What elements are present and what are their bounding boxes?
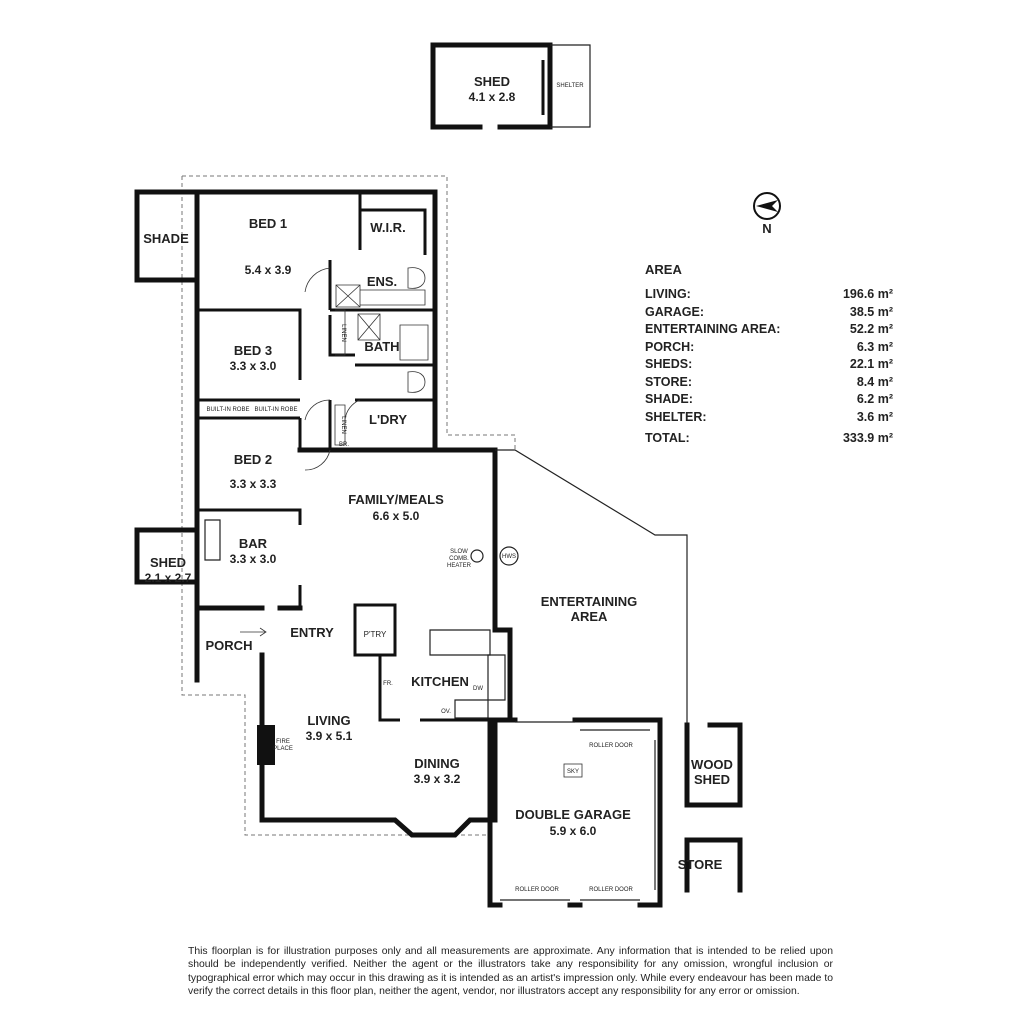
north-arrow-icon: N xyxy=(753,192,781,236)
bar-label: BAR xyxy=(239,536,268,551)
area-label: STORE: xyxy=(645,374,692,389)
bed3-label: BED 3 xyxy=(234,343,272,358)
fireplace-label-2: PLACE xyxy=(273,746,293,752)
heater-label-1: SLOW xyxy=(450,549,468,555)
total-label: TOTAL: xyxy=(645,431,690,445)
linen-label-1: LINEN xyxy=(340,324,346,342)
living-dims: 3.9 x 5.1 xyxy=(306,729,353,743)
area-label: SHADE: xyxy=(645,392,693,406)
garage xyxy=(487,717,663,908)
garage-label: DOUBLE GARAGE xyxy=(515,807,631,822)
shade: SHADE xyxy=(134,189,200,283)
area-value: 38.5 m² xyxy=(849,304,893,319)
bath-label: BATH xyxy=(364,339,399,354)
eaves-outline xyxy=(181,175,516,836)
wood-shed-label-2: SHED xyxy=(694,772,730,787)
laundry-label: L'DRY xyxy=(369,412,407,427)
bed1-label: BED 1 xyxy=(249,216,287,231)
bar-dims: 3.3 x 3.0 xyxy=(230,552,277,566)
area-label: ENTERTAINING AREA: xyxy=(645,322,781,336)
area-row: SHELTER: 3.6 m² xyxy=(645,410,893,428)
area-row: ENTERTAINING AREA: 52.2 m² xyxy=(645,322,893,340)
fireplace-block xyxy=(257,725,275,765)
area-value: 6.2 m² xyxy=(856,392,893,406)
linen-label-2: LINEN xyxy=(340,416,346,434)
entertaining-label: ENTERTAINING xyxy=(541,594,638,609)
area-label: GARAGE: xyxy=(645,304,705,319)
wir-label: W.I.R. xyxy=(370,220,405,235)
heater-label-2: COMB. xyxy=(449,556,469,562)
area-table: AREA LIVING: 196.6 m² GARAGE: 38.5 m² ENTE… xyxy=(645,262,893,449)
shed-side-dims: 2.1 x 2.7 xyxy=(145,571,192,585)
area-value: 6.3 m² xyxy=(856,339,893,354)
shed-top: SHED 4.1 x 2.8 SHELTER xyxy=(430,42,591,130)
roller-door-right-label: ROLLER DOOR xyxy=(589,887,633,893)
area-label: SHELTER: xyxy=(645,409,707,424)
shed-side: SHED 2.1 x 2.7 xyxy=(134,527,200,585)
kitchen-label: KITCHEN xyxy=(411,674,469,689)
ens-label: ENS. xyxy=(367,274,397,289)
skylight xyxy=(563,763,583,778)
area-label: PORCH: xyxy=(645,339,695,354)
pantry-label: P'TRY xyxy=(364,630,387,639)
dining-label: DINING xyxy=(414,756,460,771)
area-value: 22.1 m² xyxy=(849,357,893,371)
area-label: SHEDS: xyxy=(645,357,693,371)
living-label: LIVING xyxy=(307,713,350,728)
fireplace-label-1: FIRE xyxy=(276,739,290,745)
area-value: 3.6 m² xyxy=(856,409,893,424)
area-title: AREA xyxy=(645,262,682,277)
store-label: STORE xyxy=(678,857,723,872)
area-row: GARAGE: 38.5 m² xyxy=(645,305,893,323)
dishwasher-label: DW xyxy=(473,686,483,692)
hws-label: HWS xyxy=(502,554,516,560)
area-value: 8.4 m² xyxy=(856,374,893,389)
fridge-label: FR. xyxy=(383,681,393,687)
bed1-dims: 5.4 x 3.9 xyxy=(245,263,292,277)
garage-dims: 5.9 x 6.0 xyxy=(550,824,597,838)
bed2-label: BED 2 xyxy=(234,452,272,467)
heater-symbol xyxy=(470,549,484,563)
area-value: 196.6 m² xyxy=(842,287,893,301)
outbuildings xyxy=(684,722,743,893)
bed2-dims: 3.3 x 3.3 xyxy=(230,477,277,491)
disclaimer: This floorplan is for illustration purpo… xyxy=(188,946,833,998)
area-row: STORE: 8.4 m² xyxy=(645,375,893,393)
entry-label: ENTRY xyxy=(290,625,334,640)
porch xyxy=(194,605,267,683)
roller-door-left-label: ROLLER DOOR xyxy=(515,887,559,893)
shade-label: SHADE xyxy=(143,231,189,246)
area-value: 52.2 m² xyxy=(849,322,893,336)
family-label: FAMILY/MEALS xyxy=(348,492,444,507)
area-label: LIVING: xyxy=(645,287,691,301)
total-value: 333.9 m² xyxy=(842,431,893,445)
area-row: LIVING: 196.6 m² xyxy=(645,287,893,305)
dining-dims: 3.9 x 3.2 xyxy=(414,772,461,786)
roller-door-top-label: ROLLER DOOR xyxy=(589,743,633,749)
family-dims: 6.6 x 5.0 xyxy=(373,509,420,523)
robe-label-1: BUILT-IN ROBE xyxy=(207,407,250,413)
hws-symbol xyxy=(499,546,519,566)
area-row: SHEDS: 22.1 m² xyxy=(645,357,893,375)
entertaining-area xyxy=(470,449,688,725)
shelter-label: SHELTER xyxy=(556,83,584,89)
heater-label-3: HEATER xyxy=(447,563,472,569)
porch-label: PORCH xyxy=(206,638,253,653)
house-walls xyxy=(194,189,513,838)
wood-shed-label: WOOD xyxy=(691,757,733,772)
robe-label-2: BUILT-IN ROBE xyxy=(255,407,298,413)
room-labels: BED 1 5.4 x 3.9 W.I.R. ENS. BATH L'DRY L… xyxy=(206,216,733,893)
oven-label: OV. xyxy=(441,709,451,715)
north-label: N xyxy=(762,221,771,236)
broom-label: BR. xyxy=(339,442,349,448)
shed-top-dims: 4.1 x 2.8 xyxy=(469,90,516,104)
bed3-dims: 3.3 x 3.0 xyxy=(230,359,277,373)
area-row: PORCH: 6.3 m² xyxy=(645,340,893,358)
shed-top-label: SHED xyxy=(474,74,510,89)
area-row: SHADE: 6.2 m² xyxy=(645,392,893,410)
sky-label: SKY xyxy=(567,769,579,775)
entertaining-label-2: AREA xyxy=(571,609,608,624)
area-total-row: TOTAL: 333.9 m² xyxy=(645,431,893,449)
shed-side-label: SHED xyxy=(150,555,186,570)
